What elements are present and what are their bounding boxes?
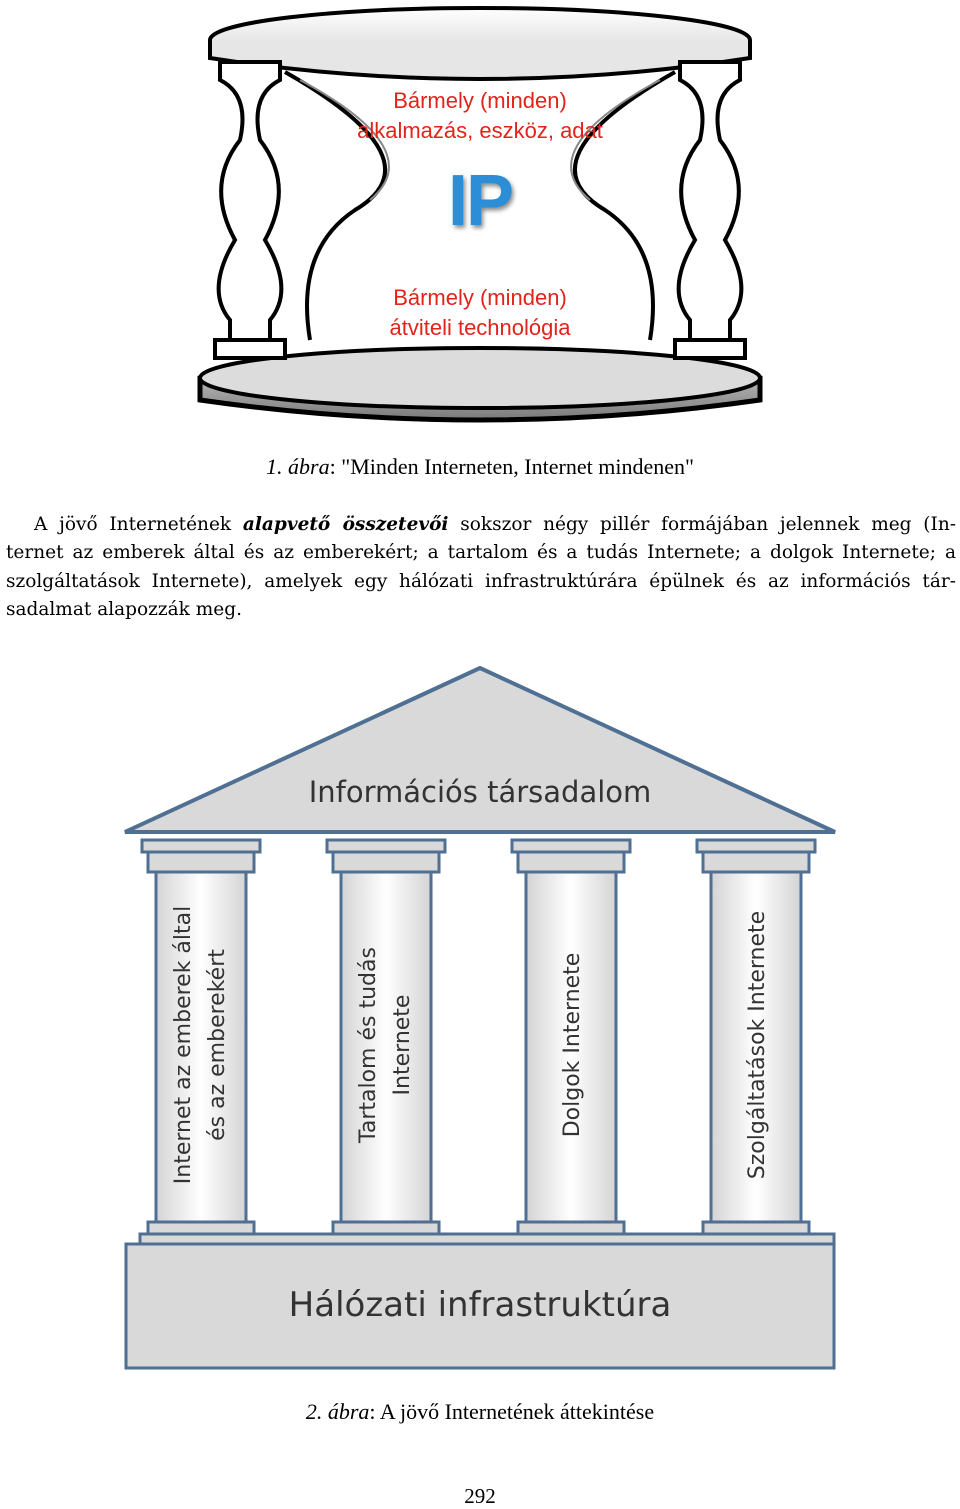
hourglass-bottom-line2: átviteli technológia xyxy=(389,315,571,340)
hourglass-illustration xyxy=(197,6,763,423)
paragraph-line: sadalmat alapozzák meg. xyxy=(6,599,242,621)
hourglass-ip-label: IP xyxy=(447,161,514,241)
paragraph-line: szolgáltatások Internete), amelyek egy h… xyxy=(6,570,956,592)
figure2-caption-text: : A jövő Internetének áttekintése xyxy=(369,1399,655,1424)
paragraph-text: A jövő Internetének xyxy=(34,514,243,535)
figure1-caption-number: 1. ábra xyxy=(266,454,330,479)
pillar-3-label: Dolgok Internete xyxy=(560,953,585,1138)
hourglass-top-line1: Bármely (minden) xyxy=(393,88,567,113)
pillar-2 xyxy=(325,838,447,1236)
base xyxy=(124,1242,836,1370)
hourglass-bottom-line1: Bármely (minden) xyxy=(393,285,567,310)
temple-diagram: Információs társadalom Internet az ember… xyxy=(124,665,836,1370)
pillar-2-label-line2: Internete xyxy=(390,995,415,1096)
hourglass-top-line2: alkalmazás, eszköz, adat xyxy=(357,118,603,143)
pillar-1-label-line2: és az emberekért xyxy=(205,949,230,1141)
pillar-4 xyxy=(695,838,817,1236)
pillar-4-label: Szolgáltatások Internete xyxy=(745,911,770,1179)
figure2-caption-number: 2. ábra xyxy=(305,1399,370,1424)
paragraph-line: ternet az emberek által és az emberekért… xyxy=(6,542,956,564)
body-paragraph: A jövő Internetének alapvető összetevői … xyxy=(6,511,956,625)
roof xyxy=(124,665,836,834)
pillar-1 xyxy=(140,838,262,1236)
figure1-caption: 1. ábra: "Minden Interneten, Internet mi… xyxy=(0,454,960,480)
roof-label: Információs társadalom xyxy=(309,775,652,809)
pillar-3 xyxy=(510,838,632,1236)
paragraph-text: sokszor négy pillér formájában jelennek … xyxy=(448,514,956,535)
figure2-caption: 2. ábra: A jövő Internetének áttekintése xyxy=(0,1399,960,1425)
pillar-2-label-line1: Tartalom és tudás xyxy=(356,947,381,1144)
pillar-1-label-line1: Internet az emberek által xyxy=(171,906,196,1184)
page-number: 292 xyxy=(464,1484,496,1508)
figure1-caption-text: : "Minden Interneten, Internet mindenen" xyxy=(329,454,694,479)
base-label: Hálózati infrastruktúra xyxy=(289,1285,672,1325)
paragraph-emphasis: alapvető összetevői xyxy=(242,514,449,535)
paragraph-line: A jövő Internetének alapvető összetevői … xyxy=(6,511,956,539)
